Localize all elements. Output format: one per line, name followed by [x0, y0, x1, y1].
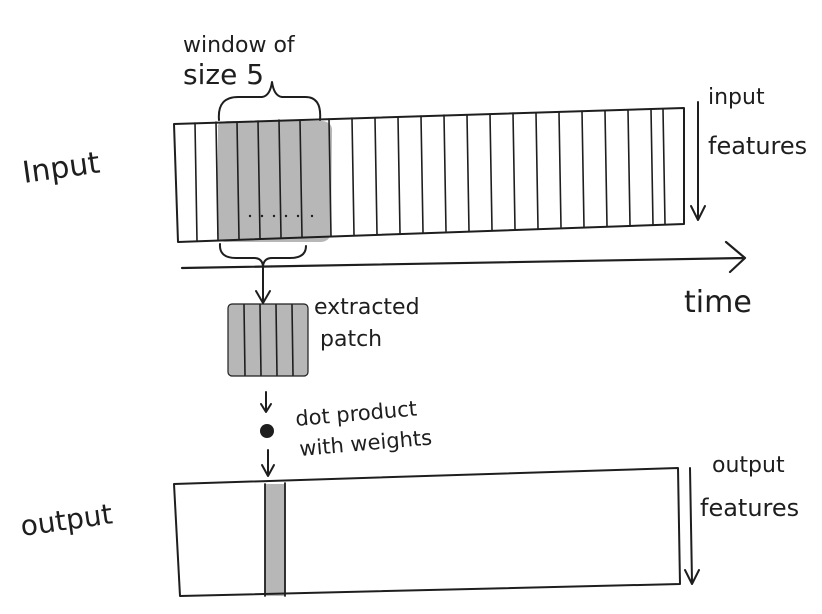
- output-step-highlight: [265, 484, 285, 596]
- output-step-dividers: [264, 482, 286, 597]
- dot-product-icon: [260, 424, 274, 438]
- output-features-arrow: [684, 467, 700, 585]
- extracted-label-line2: patch: [320, 327, 382, 352]
- window-label-line2: size 5: [183, 58, 264, 91]
- output-box: [173, 467, 681, 597]
- patch-brace: [218, 243, 307, 267]
- window-brace: [217, 81, 322, 121]
- input-features-label-line1: input: [708, 85, 765, 110]
- dot-arrow-bottom: [261, 449, 275, 477]
- patch-box: [227, 303, 309, 377]
- input-label: Input: [20, 145, 102, 191]
- time-axis-arrow: [180, 240, 747, 274]
- input-time-dividers: [194, 108, 666, 242]
- window-dots: [248, 214, 314, 218]
- dot-product-label-line2: with weights: [298, 425, 433, 460]
- extracted-label-line1: extracted: [314, 295, 420, 320]
- input-box: [173, 107, 685, 243]
- window-label-line1: window of: [183, 33, 296, 58]
- output-sequence: [173, 467, 681, 597]
- input-features-label-line2: features: [708, 132, 807, 160]
- output-features-label-line2: features: [700, 494, 799, 522]
- input-features-arrow: [690, 101, 706, 221]
- patch-arrow: [255, 265, 271, 304]
- dot-product-label-line1: dot product: [294, 396, 417, 431]
- input-sequence: [173, 107, 685, 243]
- time-label: time: [684, 285, 752, 320]
- output-features-label-line1: output: [712, 453, 785, 478]
- extracted-patch: [227, 303, 309, 377]
- patch-dividers: [243, 304, 294, 376]
- output-label: output: [18, 497, 114, 543]
- input-window-highlight: [216, 121, 333, 242]
- dot-arrow-top: [260, 391, 272, 413]
